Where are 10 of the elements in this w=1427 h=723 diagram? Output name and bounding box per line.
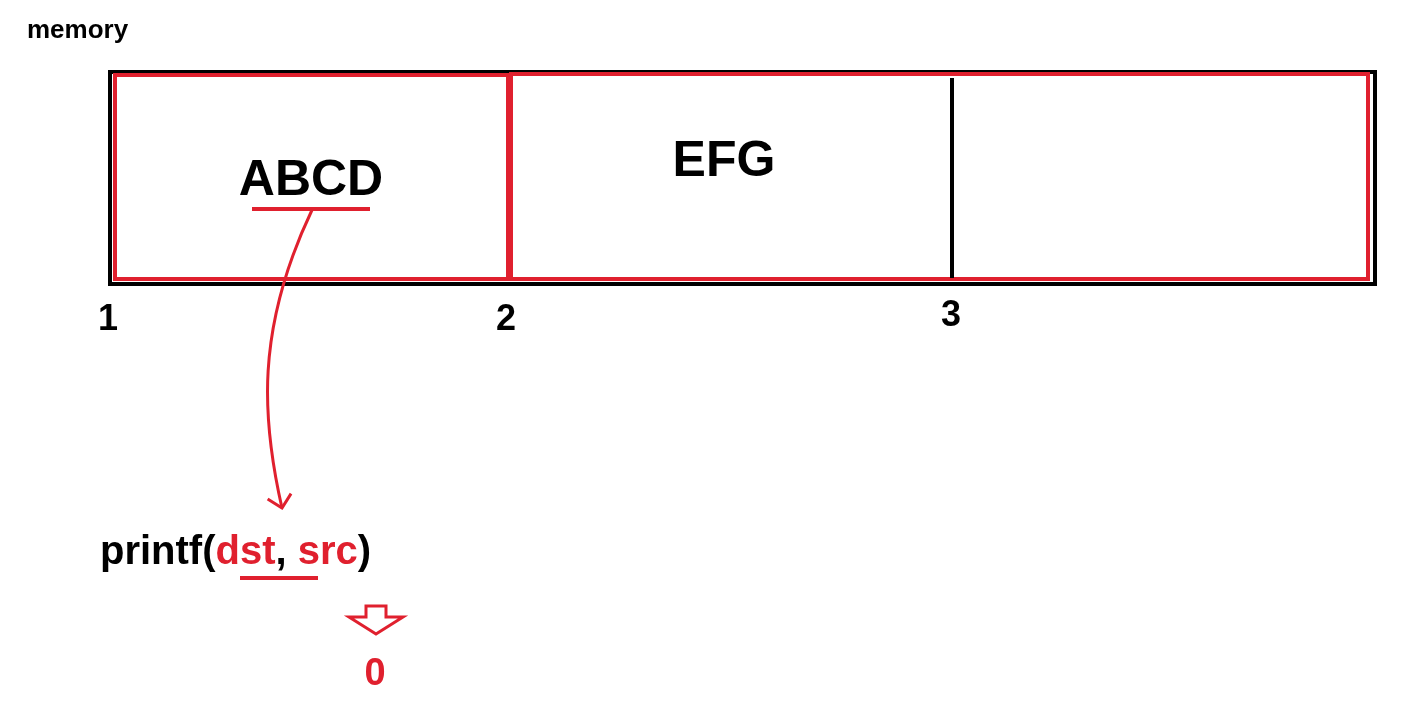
hollow-arrow (343, 604, 409, 636)
result-value: 0 (364, 653, 386, 691)
memory-cell: EFG (672, 134, 776, 184)
memory-cell: ABCD (238, 153, 384, 203)
address-label: 3 (941, 296, 962, 332)
code-text: printf(dst, src) (100, 530, 372, 570)
arrow (266, 209, 314, 510)
diagram-title: memory (27, 13, 129, 46)
address-label: 2 (496, 300, 517, 336)
address-label: 1 (98, 300, 119, 336)
